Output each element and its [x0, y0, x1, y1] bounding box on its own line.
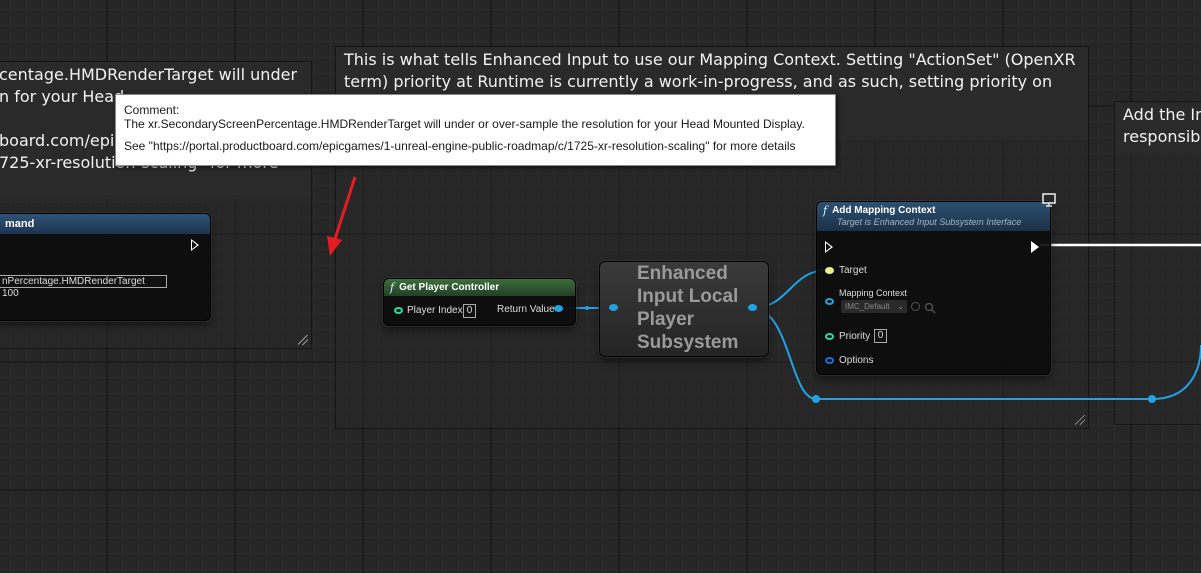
exec-out-pin[interactable]: [1031, 241, 1039, 253]
comment-box-right[interactable]: Add the In responsibl: [1114, 101, 1201, 425]
player-index-label: Player Index: [407, 305, 463, 316]
tooltip-heading: Comment:: [124, 103, 180, 117]
red-arrow-annotation-icon: [327, 176, 357, 256]
node-title: Add Mapping Context: [832, 205, 936, 216]
player-index-pin[interactable]: [394, 307, 403, 314]
tooltip-link: See "https://portal.productboard.com/epi…: [124, 139, 796, 153]
mapping-context-label: Mapping Context: [839, 288, 908, 298]
execute-console-command-node[interactable]: mand nPercentage.HMDRenderTarget 100: [0, 213, 211, 321]
node-title: mand: [5, 218, 35, 230]
function-icon: f: [390, 281, 395, 294]
mapping-context-value: IMC_Default: [845, 302, 890, 311]
subsystem-out-pin[interactable]: [748, 304, 757, 311]
target-pin[interactable]: [825, 267, 834, 274]
node-title: Get Player Controller: [399, 282, 500, 293]
enhanced-input-subsystem-node[interactable]: Enhanced Input Local Player Subsystem: [599, 261, 769, 357]
target-label: Target: [839, 265, 867, 276]
node-header: mand: [0, 214, 210, 234]
comment-title-right: Add the In responsibl: [1115, 102, 1201, 153]
command-input[interactable]: nPercentage.HMDRenderTarget 100: [0, 275, 167, 299]
subsystem-title: Enhanced Input Local Player Subsystem: [637, 263, 739, 353]
function-icon: f: [823, 204, 828, 217]
return-value-label: Return Value: [497, 304, 555, 315]
resize-grip-icon[interactable]: [298, 335, 308, 345]
priority-label: Priority: [839, 331, 871, 342]
exec-out-pin[interactable]: [191, 239, 199, 251]
node-header: f Add Mapping Context Target is Enhanced…: [817, 202, 1050, 231]
browse-icon[interactable]: [911, 302, 920, 311]
return-value-pin[interactable]: [554, 305, 563, 312]
priority-input[interactable]: 0: [874, 329, 887, 343]
subsystem-in-pin[interactable]: [609, 304, 618, 311]
get-player-controller-node[interactable]: f Get Player Controller Player Index 0 R…: [383, 278, 576, 326]
player-index-input[interactable]: 0: [463, 304, 476, 318]
options-pin[interactable]: [825, 357, 834, 364]
add-mapping-context-node[interactable]: f Add Mapping Context Target is Enhanced…: [816, 193, 1056, 375]
resize-grip-icon[interactable]: [1075, 415, 1085, 425]
options-label: Options: [839, 355, 874, 366]
mapping-context-pin[interactable]: [825, 298, 834, 305]
chevron-down-icon: ⌄: [897, 302, 904, 311]
comment-tooltip: Comment: The xr.SecondaryScreenPercentag…: [115, 94, 836, 166]
node-header: f Get Player Controller: [384, 279, 575, 296]
exec-in-pin[interactable]: [825, 241, 833, 253]
magnifier-icon[interactable]: [924, 301, 936, 319]
tooltip-description: The xr.SecondaryScreenPercentage.HMDRend…: [124, 117, 805, 131]
monitor-icon: [1041, 193, 1057, 207]
node-subtitle: Target is Enhanced Input Subsystem Inter…: [837, 217, 1022, 227]
mapping-context-dropdown[interactable]: IMC_Default ⌄: [841, 300, 907, 313]
priority-pin[interactable]: [825, 333, 834, 340]
